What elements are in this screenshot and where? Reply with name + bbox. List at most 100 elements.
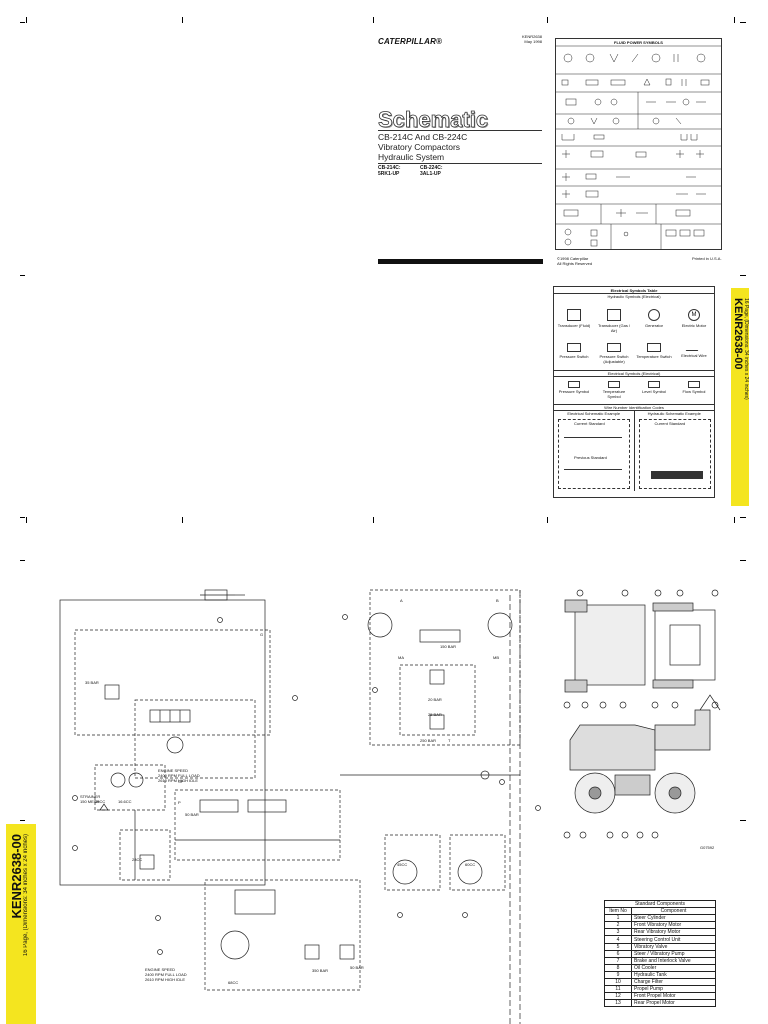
- item-number: 2: [604, 921, 632, 930]
- fluid-power-title: FLUID POWER SYMBOLS: [614, 40, 663, 45]
- symbol-transducer-fluid: Transducer (Fluid): [556, 309, 592, 333]
- port-label-t: T: [448, 738, 451, 743]
- doc-number: KENR2638: [521, 34, 542, 39]
- displacement-label-6: 28CC: [132, 857, 143, 862]
- item-number: 10: [604, 978, 632, 987]
- engine-speed-label-1: ENGINE SPEED 2400 RPM FULL LOAD 2610 RPM…: [158, 768, 200, 783]
- electrical-symbol-row: Pressure Symbol Temperature Symbol Level…: [554, 381, 714, 399]
- machine-illustration: [563, 589, 721, 839]
- pressure-label-3: 150 BAR: [440, 644, 457, 649]
- component-name: Rear Vibratory Motor: [631, 928, 716, 937]
- side-tab-left: KENR2638-00 16 Page, (Dimensions: 34 inc…: [6, 824, 36, 1024]
- fluid-power-symbols-drawing: [556, 45, 721, 249]
- elec-previous-standard: Previous Standard: [574, 455, 607, 460]
- schematic-title: Schematic: [378, 107, 489, 133]
- model-right-serial: 3AL1-UP: [420, 171, 441, 177]
- symbol-temperature-switch: Temperature Switch: [636, 343, 672, 364]
- component-name: Steer / Vibratory Pump: [631, 949, 716, 958]
- item-number: 7: [604, 956, 632, 965]
- item-number: 13: [604, 999, 632, 1008]
- symbol-row-1: Transducer (Fluid) Transducer (Gas / Air…: [554, 309, 714, 333]
- figure-code: G07592: [700, 845, 715, 850]
- component-name: Propel Pump: [631, 985, 716, 994]
- pressure-label-2: 50 BAR: [185, 812, 199, 817]
- pressure-label-6: 250 BAR: [420, 738, 437, 743]
- symbol-row-2: Pressure Switch Pressure Switch (Adjusta…: [554, 343, 714, 364]
- port-label-mb: MB: [493, 655, 499, 660]
- symbol-level: Level Symbol: [637, 381, 671, 399]
- caterpillar-logo: CATERPILLAR®: [378, 37, 443, 46]
- port-label-g: G: [260, 632, 264, 637]
- col-item-no: Item No: [604, 907, 632, 916]
- side-tab-right: KENR2638-00 16 Page, (Dimensions: 34 inc…: [731, 288, 749, 506]
- hydraulic-electrical-header: Hydraulic Symbols (Electrical): [554, 293, 714, 299]
- side-tab-left-pages: 16 Page, (Dimensions: 34 inches x 24 inc…: [23, 834, 29, 957]
- engine-speed-label-2: ENGINE SPEED 2400 RPM FULL LOAD 2610 RPM…: [145, 967, 187, 982]
- pressure-label-1: 35 BAR: [85, 680, 99, 685]
- port-label-ma: MA: [398, 655, 404, 660]
- pressure-label-4: 20 BAR: [428, 697, 442, 702]
- component-name: Charge Filter: [631, 978, 716, 987]
- model-right: CB-224C: 3AL1-UP: [420, 165, 443, 177]
- main-circuit-loop: [59, 599, 266, 886]
- pressure-label-7: 350 BAR: [312, 968, 329, 973]
- printed-label: Printed in U.S.A.: [692, 256, 722, 261]
- copyright-block: ©1998 Caterpillar All Rights Reserved: [557, 256, 592, 266]
- item-number: 3: [604, 928, 632, 937]
- symbol-transducer-gas: Transducer (Gas / Air): [596, 309, 632, 333]
- symbol-pressure-switch-adjustable: Pressure Switch (Adjustable): [596, 343, 632, 364]
- doc-date: May 1998: [524, 39, 542, 44]
- component-name: Rear Propel Motor: [631, 999, 716, 1008]
- port-label-p: P: [178, 800, 181, 805]
- component-name: Hydraulic Tank: [631, 970, 716, 980]
- subtitle-line-1: CB-214C And CB-224C: [378, 132, 468, 142]
- symbol-temperature: Temperature Symbol: [597, 381, 631, 399]
- symbol-pressure-switch: Pressure Switch: [556, 343, 592, 364]
- examples-row: Electrical Schematic Example Current Sta…: [554, 410, 714, 491]
- displacement-label-5: 68CC: [228, 980, 239, 985]
- port-label-sp: SP: [178, 779, 184, 784]
- title-black-bar: [378, 259, 543, 264]
- electrical-symbols-table: Electrical Symbols Table Hydraulic Symbo…: [553, 286, 715, 498]
- symbol-electrical-wire: Electrical Wire: [676, 343, 712, 364]
- model-rule: [378, 163, 542, 164]
- component-name: Front Propel Motor: [631, 992, 716, 1001]
- subtitle-line-3: Hydraulic System: [378, 152, 445, 162]
- item-number: 5: [604, 942, 632, 951]
- strainer-label: STRAINER 150 MESH: [80, 794, 101, 804]
- port-label-b: B: [496, 598, 499, 603]
- item-number: 6: [604, 949, 632, 958]
- title-rule: [378, 130, 542, 131]
- component-name: Oil Cooler: [631, 963, 716, 972]
- doc-number-block: KENR2638 May 1998: [520, 34, 542, 44]
- copyright-line-2: All Rights Reserved: [557, 261, 593, 266]
- copyright-line-1: ©1998 Caterpillar: [557, 256, 589, 261]
- component-name: Steering Control Unit: [631, 935, 716, 944]
- model-right-name: CB-224C:: [420, 165, 443, 171]
- component-name: Brake and Interlock Valve: [631, 956, 716, 965]
- model-left: CB-214C: 5RK1-UP: [378, 165, 401, 177]
- hydraulic-example: Hydraulic Schematic Example Current Stan…: [635, 411, 715, 491]
- model-left-name: CB-214C:: [378, 165, 401, 171]
- subtitle-line-2: Vibratory Compactors: [378, 142, 461, 152]
- elec-current-standard: Current Standard: [574, 421, 605, 426]
- component-name: Steer Cylinder: [631, 914, 716, 923]
- symbol-generator: Generator: [636, 309, 672, 333]
- model-left-serial: 5RK1-UP: [378, 171, 400, 177]
- components-table-title: Standard Components: [604, 899, 716, 909]
- component-name: Front Vibratory Motor: [631, 921, 716, 930]
- col-component: Component: [631, 907, 716, 916]
- side-tab-left-code: KENR2638-00: [9, 834, 24, 919]
- side-tab-right-code: KENR2638-00: [732, 298, 744, 370]
